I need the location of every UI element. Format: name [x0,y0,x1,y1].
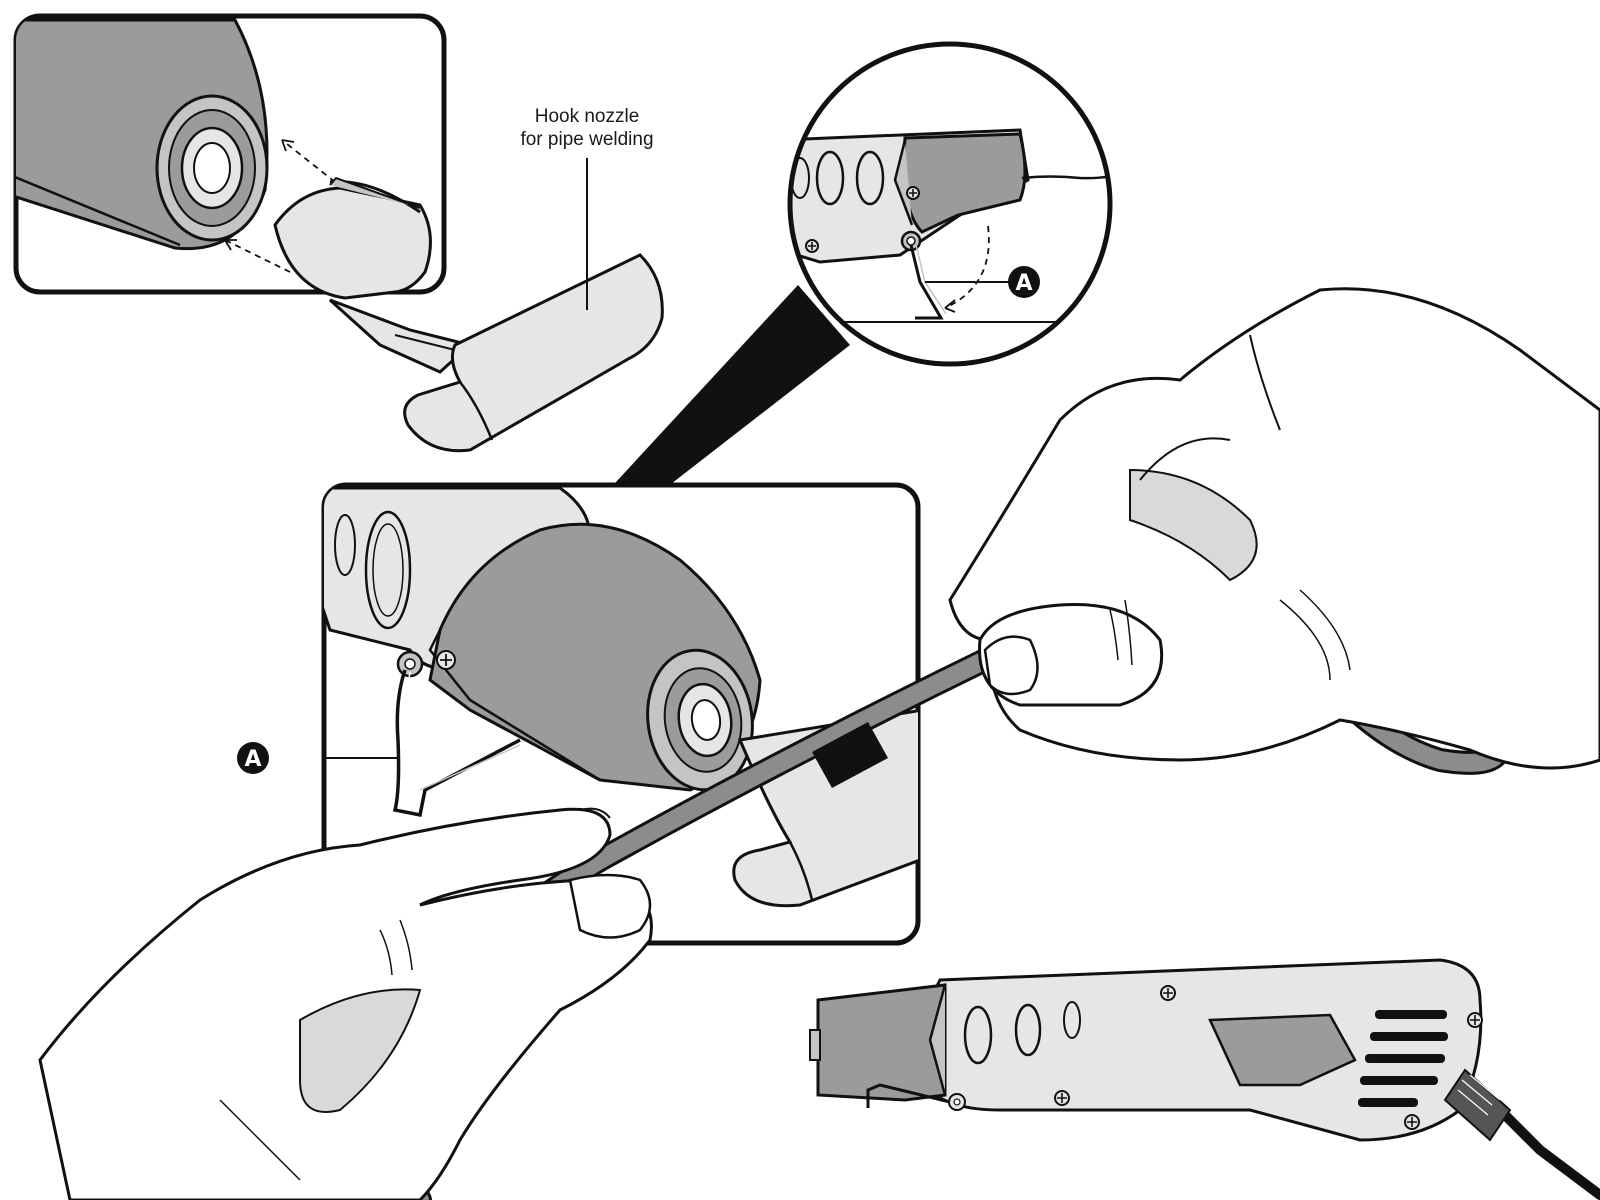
hot-air-welder-tool [809,958,1600,1200]
cooling-vents [1358,1010,1448,1107]
svg-text:A: A [1015,271,1032,296]
hook-nozzle-label-line1: Hook nozzle [535,106,640,127]
left-hand-holding-rod [38,807,653,1200]
hook-nozzle-label-line2: for pipe welding [520,129,653,150]
stand-detail-magnifier [787,41,1113,367]
right-hand-holding-rod [948,287,1600,770]
nozzle-attachment-inset [13,13,447,295]
stand-callout-badge-zoom: A [1008,266,1040,298]
hook-nozzle-part [273,158,664,453]
stand-callout-badge-main: A [237,742,269,774]
svg-text:A: A [244,747,261,772]
